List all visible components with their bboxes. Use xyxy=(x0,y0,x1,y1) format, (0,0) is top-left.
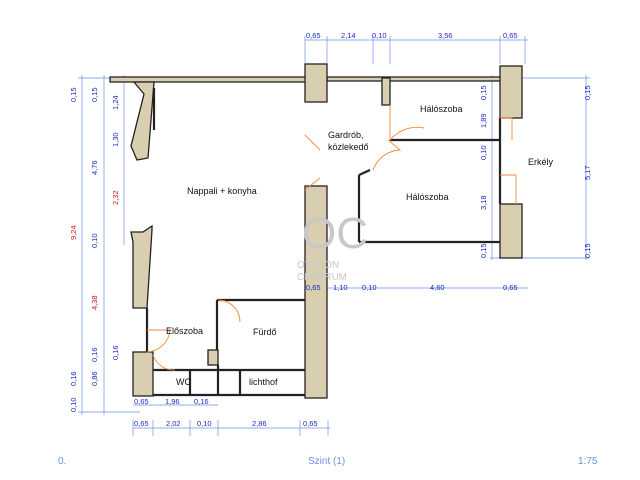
dim-binner-3: 0,16 xyxy=(194,397,209,406)
dim-lm-3: 0,10 xyxy=(90,233,99,248)
dim-lo-4: 0,10 xyxy=(69,397,78,412)
dim-li-3: 2,32 xyxy=(111,190,120,205)
dim-bottom-1: 0,65 xyxy=(134,419,149,428)
dimensions-right-inner: 0,15 1,89 0,10 3,18 0,15 xyxy=(479,85,488,258)
logo-line-1: OTTHON xyxy=(297,260,339,271)
dim-lo-2: 9,24 xyxy=(69,225,78,240)
dim-binner-2: 1,96 xyxy=(165,397,180,406)
dim-lm-2: 4,76 xyxy=(90,160,99,175)
otthon-centrum-logo: OC OTTHON CENTRUM xyxy=(297,209,368,283)
dim-top-2: 2,14 xyxy=(341,31,356,40)
room-label-haloszoba-2: Hálószoba xyxy=(406,192,449,202)
dim-ri-4: 3,18 xyxy=(479,195,488,210)
door-swings xyxy=(146,105,517,371)
room-label-furdo: Fürdő xyxy=(253,327,277,337)
dim-bottom-4: 2,86 xyxy=(252,419,267,428)
logo-mark: OC xyxy=(302,209,368,258)
dim-li-4: 0,16 xyxy=(111,345,120,360)
dim-li-2: 1,30 xyxy=(111,132,120,147)
dim-ri-5: 0,15 xyxy=(479,243,488,258)
dim-lo-3: 0,16 xyxy=(69,371,78,386)
dim-mid-1: 0,65 xyxy=(306,283,321,292)
dim-ro-1: 0,15 xyxy=(583,85,592,100)
dimensions-top: 0,65 2,14 0,10 3,56 0,65 xyxy=(306,31,518,40)
dimensions-bottom-inner: 0,65 1,96 0,16 xyxy=(134,397,209,406)
dim-lm-4: 4,38 xyxy=(90,295,99,310)
dim-lm-5: 0,16 xyxy=(90,347,99,362)
dim-li-1: 1,24 xyxy=(111,95,120,110)
room-label-gardrob-2: közlekedő xyxy=(328,142,369,152)
dim-binner-1: 0,65 xyxy=(134,397,149,406)
room-label-wc: WC xyxy=(176,377,191,387)
dim-bottom-2: 2,02 xyxy=(166,419,181,428)
dimensions-right-outer: 0,15 5,17 0,15 xyxy=(583,85,592,258)
dim-lm-6: 0,86 xyxy=(90,371,99,386)
dim-ri-2: 1,89 xyxy=(479,113,488,128)
room-labels: Nappali + konyha Gardrób, közlekedő Háló… xyxy=(166,104,554,387)
dim-mid-4: 4,60 xyxy=(430,283,445,292)
dim-ro-3: 0,15 xyxy=(583,243,592,258)
partitions xyxy=(145,88,502,397)
walls xyxy=(109,63,523,399)
dim-mid-5: 0,65 xyxy=(503,283,518,292)
dimensions-left-inner: 1,24 1,30 2,32 0,16 xyxy=(111,95,120,360)
dim-ri-3: 0,10 xyxy=(479,145,488,160)
room-label-lichthof: lichthof xyxy=(249,377,278,387)
dim-top-3: 0,10 xyxy=(372,31,387,40)
room-label-haloszoba-1: Hálószoba xyxy=(420,104,463,114)
dim-top-4: 3,56 xyxy=(438,31,453,40)
dim-ri-1: 0,15 xyxy=(479,85,488,100)
dim-mid-3: 0,10 xyxy=(362,283,377,292)
dim-bottom-5: 0,65 xyxy=(303,419,318,428)
dimensions-bottom: 0,65 2,02 0,10 2,86 0,65 xyxy=(134,419,318,428)
dim-top-5: 0,65 xyxy=(503,31,518,40)
footer-level: Szint (1) xyxy=(308,456,346,467)
dim-mid-2: 1,10 xyxy=(333,283,348,292)
footer-left: 0. xyxy=(58,456,67,467)
logo-line-2: CENTRUM xyxy=(297,272,347,283)
dimensions-left-outer: 0,15 9,24 0,16 0,10 xyxy=(69,87,78,412)
room-label-erkely: Erkély xyxy=(528,157,554,167)
dimensions-left-middle: 0,15 4,76 0,10 4,38 0,16 0,86 xyxy=(90,87,99,386)
dimensions-mid-row: 0,65 1,10 0,10 4,60 0,65 xyxy=(306,283,518,292)
dimension-lines xyxy=(78,36,590,436)
footer-scale: 1:75 xyxy=(578,456,598,467)
room-label-eloszoba: Előszoba xyxy=(166,326,203,336)
room-label-nappali: Nappali + konyha xyxy=(187,186,257,196)
dim-bottom-3: 0,10 xyxy=(197,419,212,428)
dim-lo-1: 0,15 xyxy=(69,87,78,102)
dim-top-1: 0,65 xyxy=(306,31,321,40)
dim-lm-1: 0,15 xyxy=(90,87,99,102)
room-label-gardrob-1: Gardrób, xyxy=(328,130,364,140)
dim-ro-2: 5,17 xyxy=(583,165,592,180)
